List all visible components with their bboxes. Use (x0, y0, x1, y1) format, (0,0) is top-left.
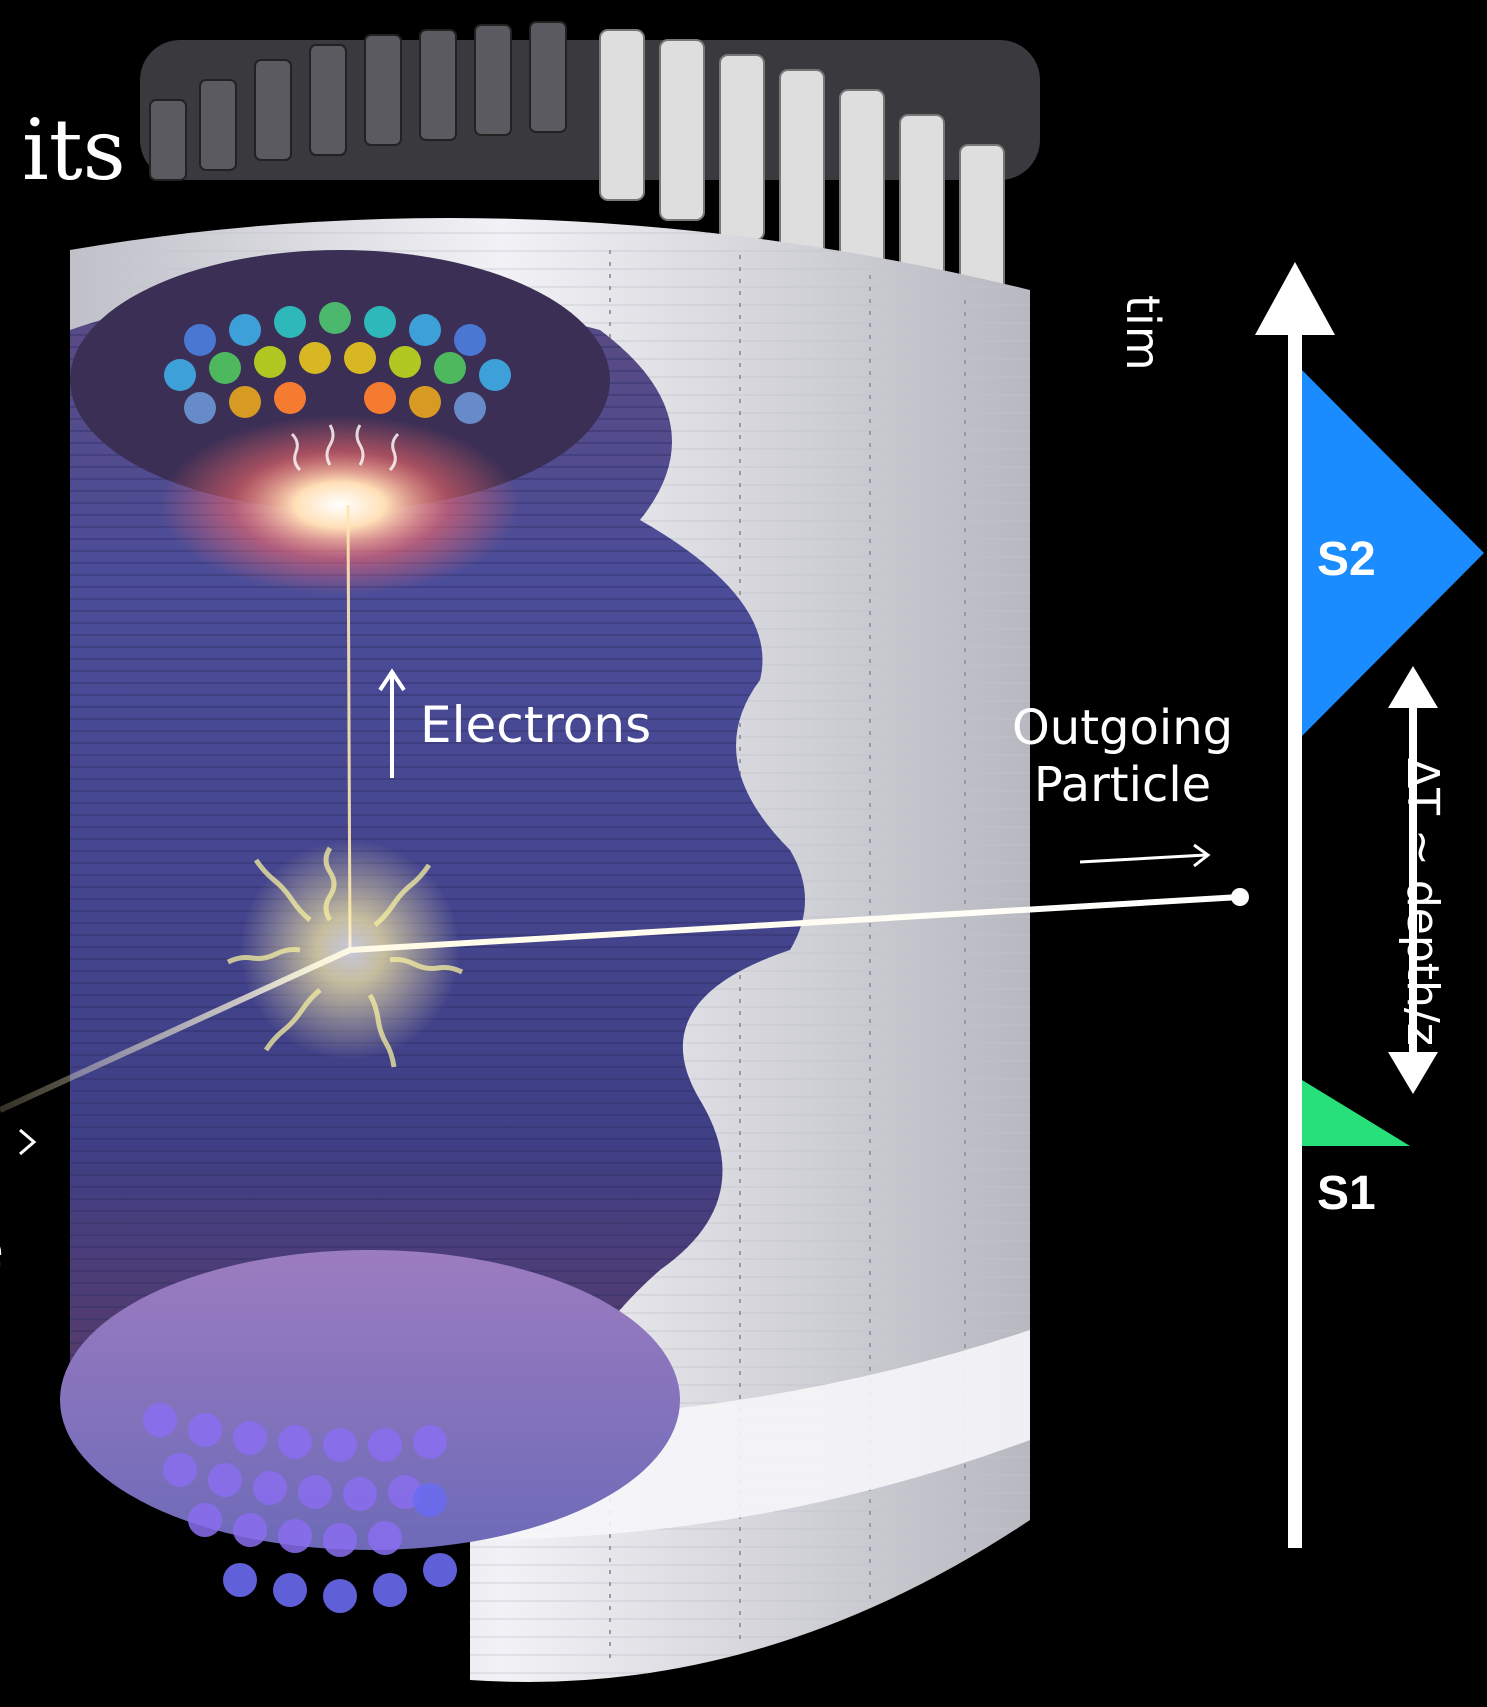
outgoing-particle-label: Outgoing Particle (1012, 700, 1233, 813)
s2-signal-shape (1302, 370, 1484, 736)
s1-label: S1 (1317, 1167, 1376, 1220)
time-axis-arrow (1255, 262, 1335, 1548)
incoming-label-line2: e (0, 1224, 4, 1278)
s1-signal-shape (1302, 1080, 1410, 1146)
electrons-arrow (378, 668, 406, 778)
electrons-label: Electrons (420, 696, 652, 754)
top-photon-squiggles (290, 424, 400, 472)
incoming-label-line1: g (0, 1172, 4, 1225)
outgoing-arrow (1079, 843, 1211, 868)
event-glows (0, 415, 1249, 1113)
incoming-particle-label: g e (0, 1172, 4, 1277)
s2-label: S2 (1317, 533, 1376, 586)
depth-axis-label: ΔT ~ depth/z (1397, 758, 1448, 1046)
outgoing-label-line2: Particle (1033, 756, 1212, 813)
outgoing-particle-end (1231, 888, 1249, 906)
photon-squiggles (226, 846, 464, 1068)
outgoing-label-line1: Outgoing (1012, 700, 1234, 756)
incoming-arrow (19, 1128, 37, 1156)
time-axis-label: tim (1116, 295, 1170, 371)
title-fragment: its (22, 101, 126, 199)
depth-double-arrow (1388, 666, 1438, 1094)
